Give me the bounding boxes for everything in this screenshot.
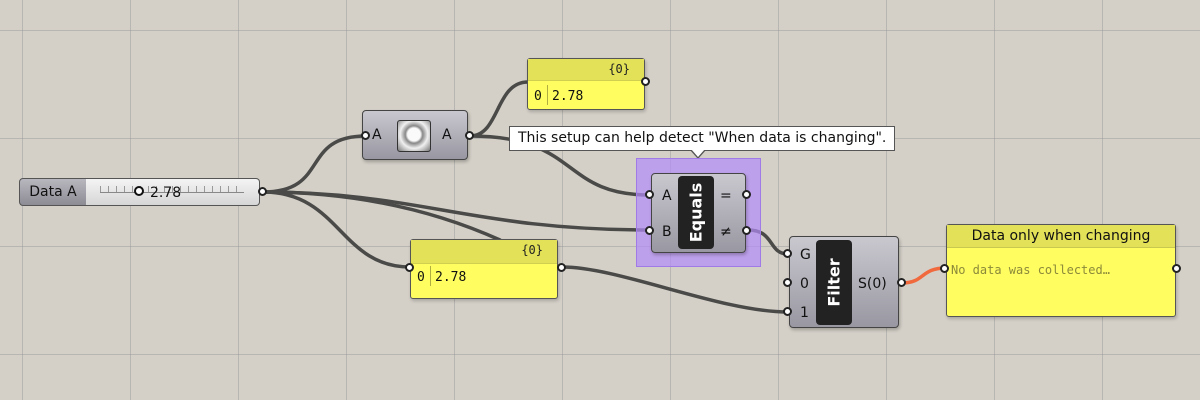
wire-slider-to-filter-1 xyxy=(261,190,502,242)
equals-input-b-label: B xyxy=(662,224,672,240)
filter-output-label: S(0) xyxy=(858,276,887,292)
filter-input-0-port[interactable] xyxy=(783,278,792,287)
panel-mid-output-port[interactable] xyxy=(557,263,566,272)
panel-mid-input-port[interactable] xyxy=(405,263,414,272)
filter-input-g-port[interactable] xyxy=(783,249,792,258)
result-panel-output-port[interactable] xyxy=(1172,264,1181,273)
slider-value: 2.78 xyxy=(150,185,182,201)
equals-title-tag: Equals xyxy=(678,176,714,249)
equals-input-b-port[interactable] xyxy=(645,226,654,235)
equals-output-eq-port[interactable] xyxy=(742,190,751,199)
wire-cache-to-equals-a xyxy=(468,134,652,197)
tooltip: This setup can help detect "When data is… xyxy=(509,126,896,151)
panel-top-value: 2.78 xyxy=(552,89,584,104)
result-panel-input-port[interactable] xyxy=(940,264,949,273)
slider-ticks xyxy=(100,186,244,193)
cache-output-port[interactable] xyxy=(465,131,474,140)
panel-top-index: 0 xyxy=(534,89,542,104)
wire-cache-to-panel-top xyxy=(468,80,530,138)
cache-output-label: A xyxy=(442,127,452,143)
filter-title-tag: Filter xyxy=(816,240,852,325)
panel-top-output-port[interactable] xyxy=(641,77,650,86)
data-dam-icon xyxy=(397,120,431,152)
slider-knob[interactable] xyxy=(134,186,144,196)
equals-title: Equals xyxy=(686,182,706,243)
slider-name[interactable]: Data A xyxy=(19,178,87,206)
filter-input-1-label: 1 xyxy=(800,305,809,321)
panel-mid-value: 2.78 xyxy=(435,270,467,285)
wire-filter-to-result xyxy=(900,266,948,285)
filter-title: Filter xyxy=(824,258,844,307)
equals-output-neq-label: ≠ xyxy=(720,224,732,240)
tooltip-tail-fill xyxy=(691,149,705,157)
equals-input-a-port[interactable] xyxy=(645,190,654,199)
filter-input-g-label: G xyxy=(800,247,811,263)
cache-input-label: A xyxy=(372,127,382,143)
panel-top[interactable]: {0} 0 2.78 xyxy=(527,58,645,110)
equals-output-neq-port[interactable] xyxy=(742,226,751,235)
slider-output-port[interactable] xyxy=(258,187,267,196)
cache-input-port[interactable] xyxy=(361,131,370,140)
wire-panel-mid-to-filter-1 xyxy=(560,265,790,314)
equals-input-a-label: A xyxy=(662,188,672,204)
panel-mid-separator xyxy=(430,266,431,286)
filter-output-port[interactable] xyxy=(897,278,906,287)
result-panel-header: Data only when changing xyxy=(947,225,1175,248)
panel-top-separator xyxy=(547,85,548,105)
panel-top-header: {0} xyxy=(528,59,644,81)
result-panel[interactable]: Data only when changing No data was coll… xyxy=(946,224,1176,317)
wire-slider-to-panel-mid xyxy=(261,190,412,269)
panel-mid[interactable]: {0} 0 2.78 xyxy=(410,239,558,299)
panel-mid-header: {0} xyxy=(411,240,557,264)
panel-mid-index: 0 xyxy=(417,270,425,285)
wire-slider-to-cache xyxy=(261,134,368,194)
equals-output-eq-label: = xyxy=(720,188,732,204)
number-slider[interactable]: 2.78 xyxy=(86,178,260,206)
result-panel-message: No data was collected… xyxy=(951,263,1110,277)
filter-input-1-port[interactable] xyxy=(783,307,792,316)
filter-input-0-label: 0 xyxy=(800,276,809,292)
